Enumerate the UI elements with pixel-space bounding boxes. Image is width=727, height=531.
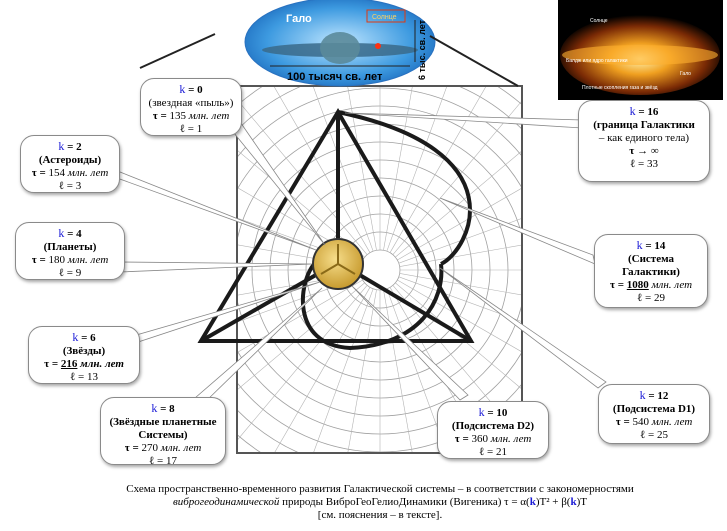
axis-right <box>346 266 473 343</box>
grid-frame <box>236 85 523 454</box>
sun-icon <box>312 238 364 290</box>
grid-ray <box>273 87 371 253</box>
main-triangle <box>197 108 475 343</box>
sun-marker <box>375 43 381 49</box>
grid-ray <box>238 282 365 390</box>
grid-ray <box>347 289 377 452</box>
galaxy-boundary-arc <box>337 110 472 266</box>
grid-ray <box>313 288 374 452</box>
galaxy-inset: Гало Солнце 100 тысяч св. лет 6 тыс. св.… <box>139 0 519 87</box>
callout-k4: k = 4 (Планеты) τ = 180 млн. лет ℓ = 9 <box>15 222 125 280</box>
grid-ray <box>313 87 374 252</box>
inner-loop-arc <box>300 260 444 351</box>
grid-ray <box>386 288 447 452</box>
halo-label: Гало <box>286 13 312 25</box>
grid-ray <box>399 244 521 267</box>
figure-caption: Схема пространственно-временного развити… <box>60 483 700 522</box>
thickness-label: 6 тыс. св. лет <box>417 19 427 80</box>
callout-k14: k = 14 (Система Галактики) τ = 1080 млн.… <box>594 234 708 308</box>
grid-ray <box>274 287 371 452</box>
svg-text:Плотные скопления газа и звёзд: Плотные скопления газа и звёзд <box>582 85 658 91</box>
grid-ray <box>392 285 521 439</box>
grid-ray <box>398 218 521 264</box>
grid-ray <box>383 289 413 452</box>
width-label: 100 тысяч св. лет <box>287 71 383 83</box>
grid-ray <box>395 282 521 389</box>
grid-ray <box>238 276 362 323</box>
grid-ray <box>389 287 486 452</box>
caption-line-2: виброгеодинамической природы ВиброГеоГел… <box>173 496 587 508</box>
grid-ray <box>397 188 521 261</box>
svg-text:Гало: Гало <box>680 71 691 77</box>
callout-pointers <box>108 99 607 406</box>
caption-line-3: [см. пояснения – в тексте]. <box>317 509 443 521</box>
grid-ray <box>386 87 447 252</box>
callout-k6: k = 6 (Звёзды) τ = 216 млн. лет ℓ = 13 <box>28 326 140 384</box>
callout-k16: k = 16 (граница Галактики – как единого … <box>578 100 710 182</box>
galaxy-photo-inset: Солнце Балдж или ядро галактики Гало Пло… <box>558 0 723 100</box>
svg-text:Солнце: Солнце <box>590 18 608 24</box>
grid-ray <box>397 279 521 352</box>
sun-label: Солнце <box>372 14 397 21</box>
grid-ray <box>392 101 521 255</box>
axis-left <box>200 266 329 343</box>
grid-ray <box>238 285 368 440</box>
grid-ray <box>389 87 487 253</box>
callout-k8: k = 8 (Звёздные планетные Системы) τ = 2… <box>100 397 226 467</box>
grid-ray <box>347 87 377 251</box>
triangle-figure <box>197 108 475 351</box>
svg-text:Балдж или ядро галактики: Балдж или ядро галактики <box>566 58 628 64</box>
caption-line-1: Схема пространственно-временного развити… <box>126 483 634 495</box>
callout-k0: k = 0 (звездная «пыль») τ = 135 млн. лет… <box>140 78 242 136</box>
callout-k10: k = 10 (Подсистема D2) τ = 360 млн. лет … <box>437 401 549 459</box>
callout-k2: k = 2 (Астероиды) τ = 154 млн. лет ℓ = 3 <box>20 135 120 193</box>
callout-k12: k = 12 (Подсистема D1) τ = 540 млн. лет … <box>598 384 710 444</box>
grid-ray <box>395 151 521 258</box>
